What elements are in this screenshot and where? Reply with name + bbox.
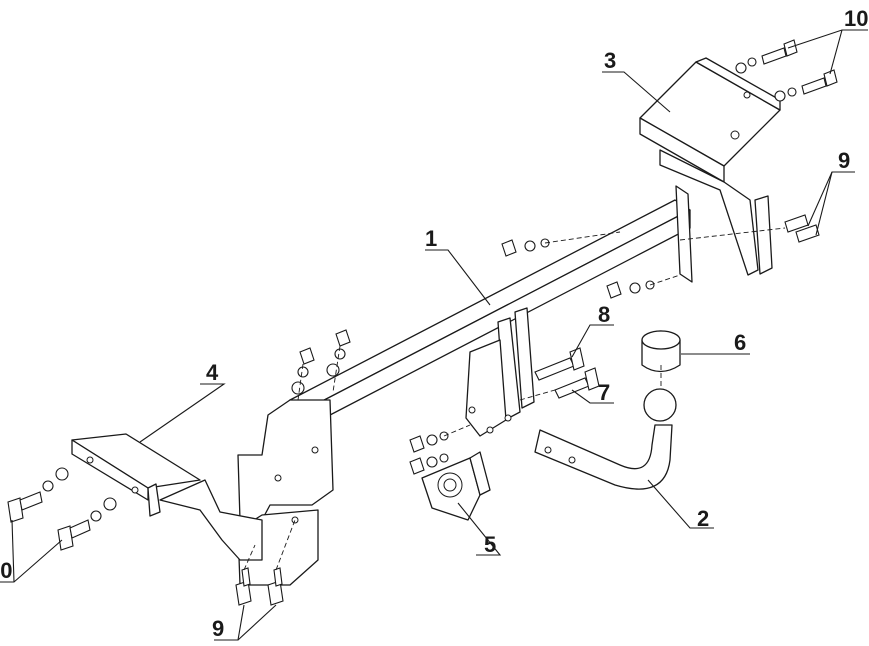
callout-10-top: 10 xyxy=(844,6,868,31)
ball-cap-part-6 xyxy=(641,330,681,373)
leader-lines xyxy=(0,29,868,641)
towball-neck-part-2 xyxy=(534,388,677,490)
callout-8: 8 xyxy=(598,302,610,327)
crossbar-part-1 xyxy=(289,185,693,437)
callout-7: 7 xyxy=(598,380,610,405)
callout-9-bottom: 9 xyxy=(212,616,224,641)
bolts-7-8 xyxy=(534,347,600,399)
callout-2: 2 xyxy=(697,506,709,531)
left-bracket-part-4 xyxy=(71,433,263,561)
callout-labels: 1 2 3 4 5 6 7 8 9 9 10 10 xyxy=(0,6,868,641)
callout-9-top: 9 xyxy=(838,148,850,173)
hardware-fasteners xyxy=(7,39,838,606)
socket-plate-part-5 xyxy=(421,451,491,521)
callout-5: 5 xyxy=(484,532,496,557)
right-bracket-part-3 xyxy=(639,57,781,276)
callout-3: 3 xyxy=(604,48,616,73)
callout-6: 6 xyxy=(734,330,746,355)
callout-4: 4 xyxy=(206,360,219,385)
callout-10-left: 10 xyxy=(0,558,12,583)
callout-1: 1 xyxy=(425,226,437,251)
assembly-lines xyxy=(243,227,786,571)
